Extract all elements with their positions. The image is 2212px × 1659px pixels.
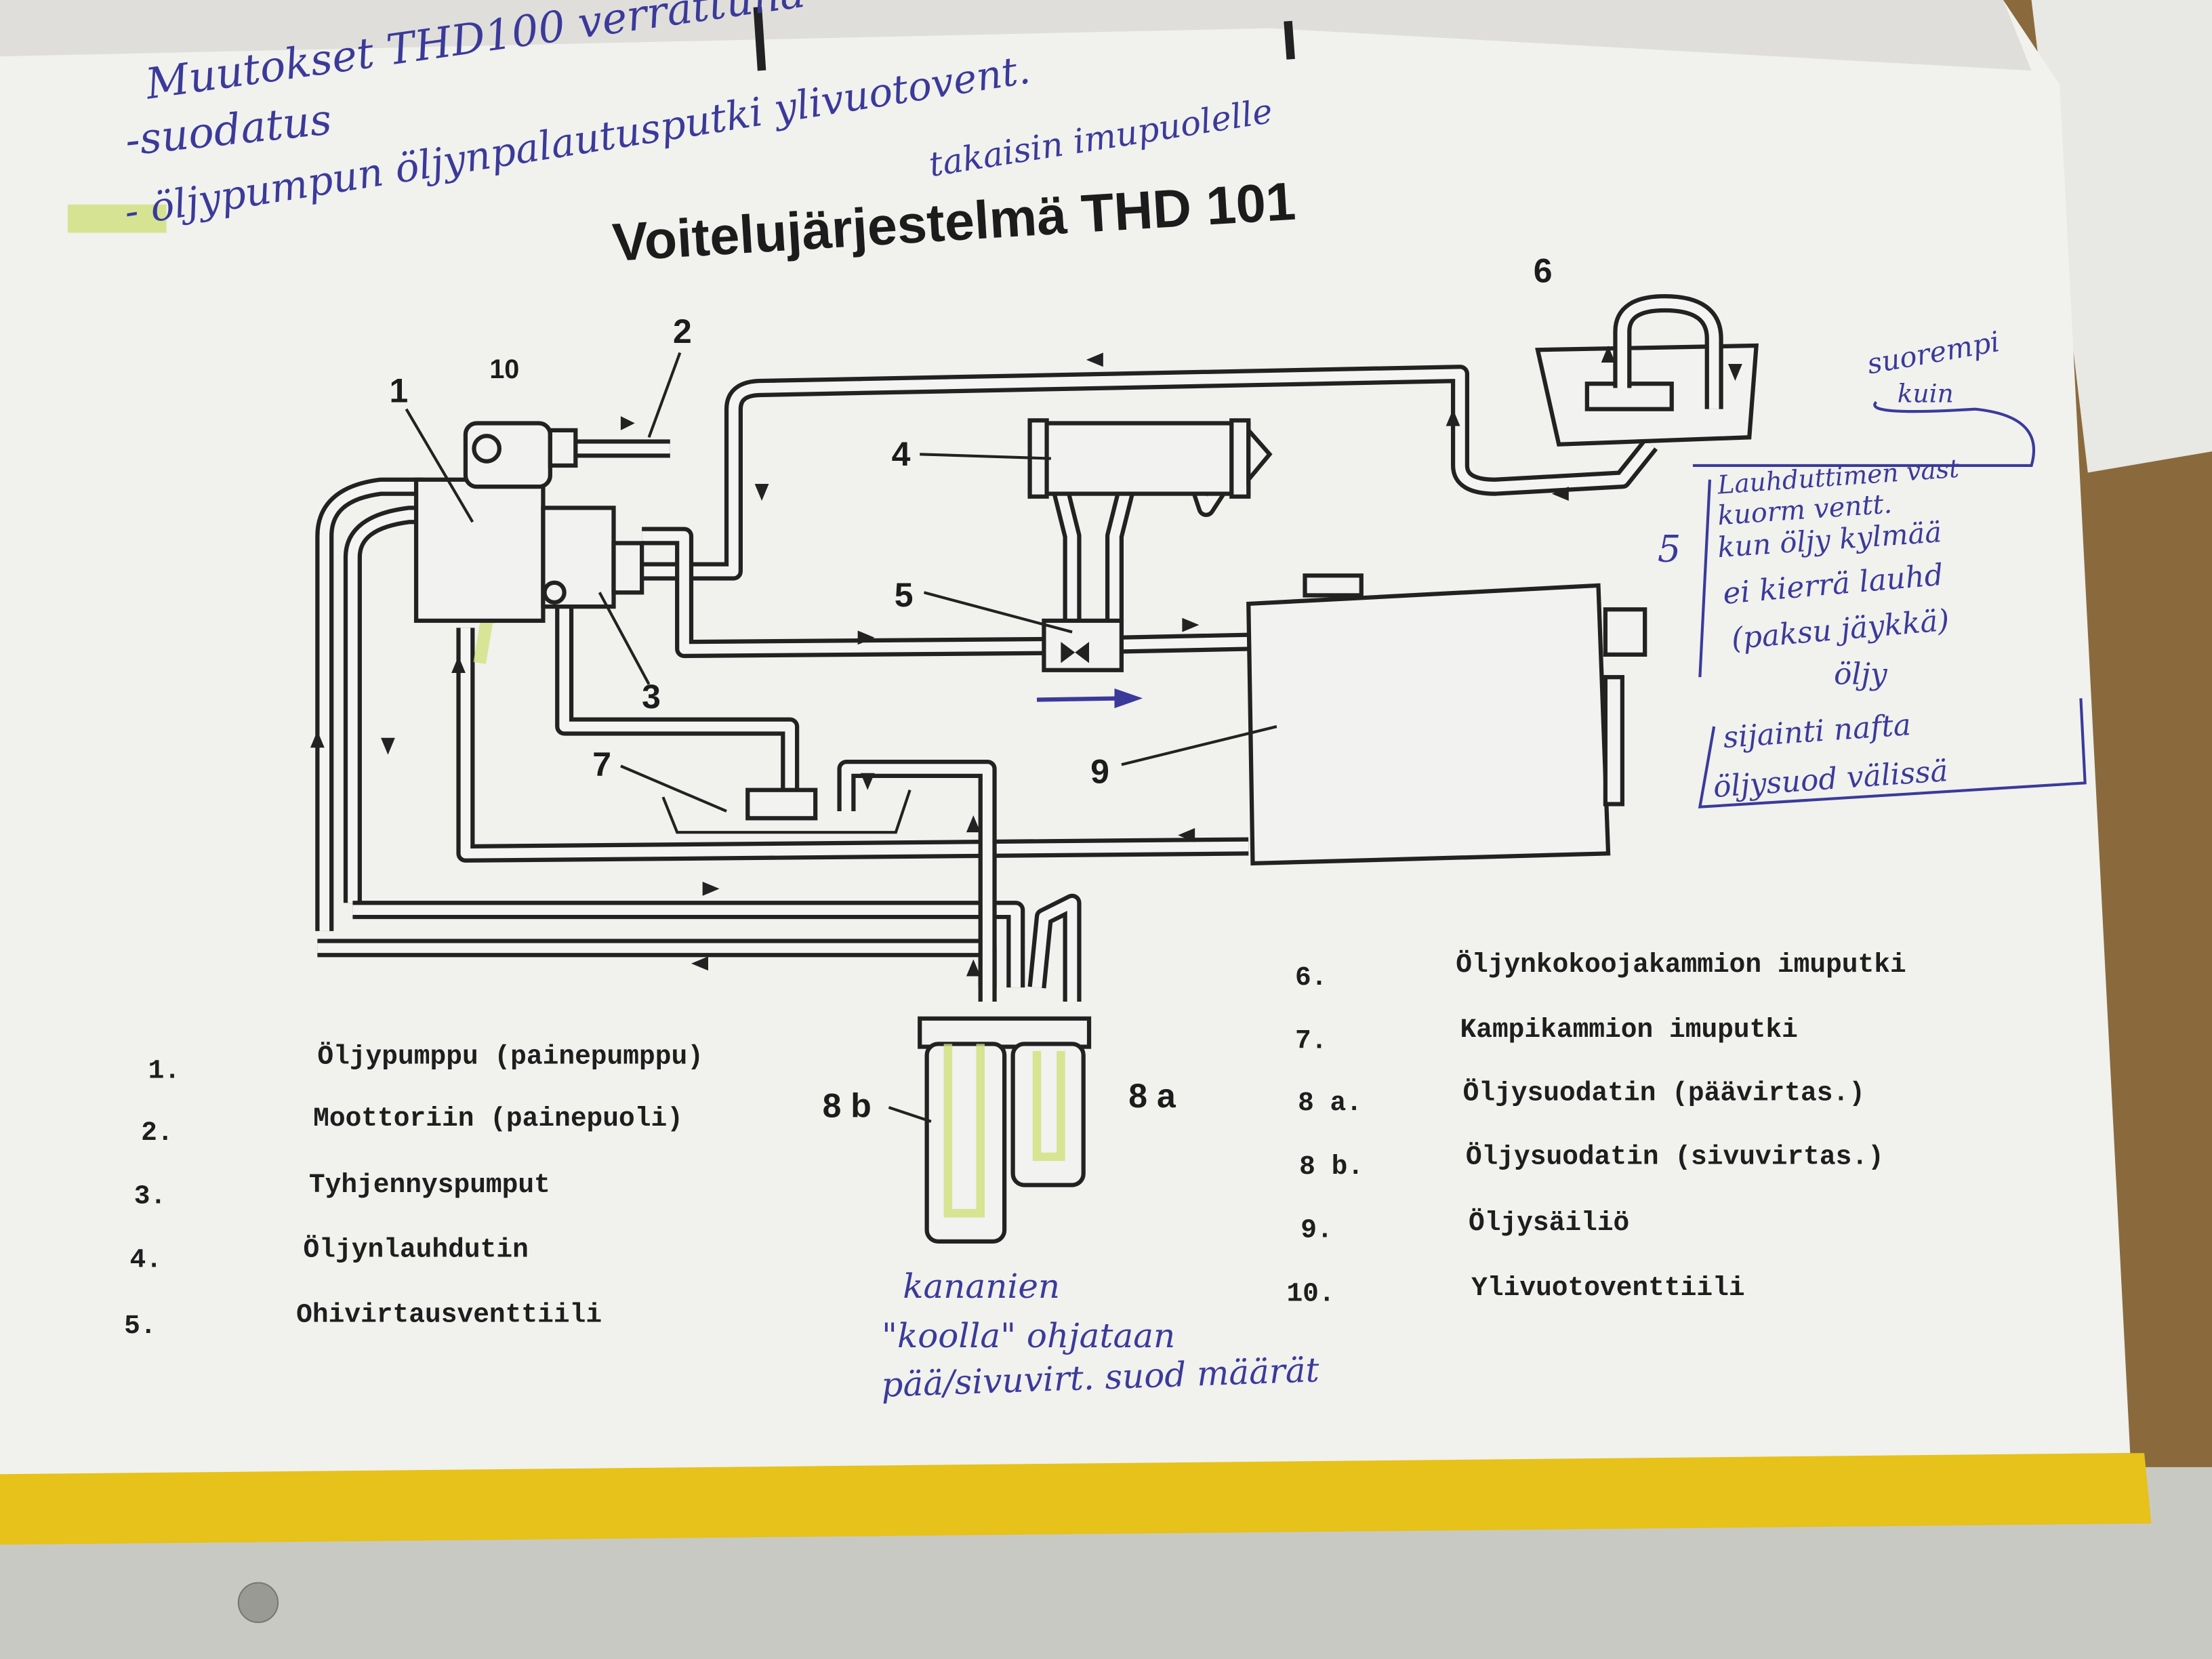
legend-text: Öljysuodatin (päävirtas.) xyxy=(1463,1078,1865,1109)
oil-filters xyxy=(918,1016,1092,1244)
legend-text: Öljypumppu (painepumppu) xyxy=(317,1042,703,1072)
label-3: 3 xyxy=(642,678,661,716)
binding-ring xyxy=(753,6,766,71)
label-6: 6 xyxy=(1534,251,1553,289)
label-7: 7 xyxy=(592,745,611,783)
legend-text: Ylivuotoventtiili xyxy=(1471,1273,1744,1303)
legend-text: Öljysäiliö xyxy=(1469,1208,1629,1238)
legend-number: 9. xyxy=(1300,1215,1332,1246)
label-10: 10 xyxy=(489,354,519,384)
label-2: 2 xyxy=(673,312,692,350)
highlight-mark xyxy=(67,204,167,233)
legend-number: 6. xyxy=(1295,962,1327,993)
bypass-valve xyxy=(1042,618,1124,672)
legend-number: 2. xyxy=(141,1118,173,1148)
page-shadow xyxy=(0,0,2032,71)
oil-pump-assembly xyxy=(413,421,644,623)
note-line: kananien xyxy=(903,1267,1060,1306)
legend-right: 6. Öljynkokoojakammion imuputki 7. Kampi… xyxy=(1286,949,1906,1309)
note-line: "koolla" ohjataan xyxy=(882,1316,1175,1355)
legend-number: 5. xyxy=(124,1311,156,1341)
legend-text: Öljynkokoojakammion imuputki xyxy=(1456,949,1906,980)
legend-number: 10. xyxy=(1286,1278,1334,1309)
legend-text: Moottoriin (painepuoli) xyxy=(313,1103,683,1134)
legend-number: 7. xyxy=(1295,1026,1327,1057)
legend-number: 3. xyxy=(134,1181,166,1212)
diagram-labels: 1 2 3 4 5 6 7 8 a 8 b 9 10 xyxy=(390,251,1553,1124)
yellow-folder xyxy=(0,1453,2152,1545)
label-1: 1 xyxy=(390,371,409,409)
legend-text: Tyhjennyspumput xyxy=(309,1170,550,1200)
legend-text: Öljysuodatin (sivuvirtas.) xyxy=(1466,1141,1884,1172)
side-sheet xyxy=(2031,0,2212,473)
label-5: 5 xyxy=(895,576,914,614)
punch-hole xyxy=(237,1582,279,1623)
legend-text: Öljynlauhdutin xyxy=(304,1235,529,1265)
pipe-network xyxy=(315,365,1658,1002)
binding-ring xyxy=(1284,20,1295,60)
legend-text: Kampikammion imuputki xyxy=(1460,1015,1797,1045)
label-8a: 8 a xyxy=(1128,1077,1176,1115)
label-9: 9 xyxy=(1090,752,1109,790)
handwritten-arrow xyxy=(1036,696,1122,702)
leader-lines xyxy=(405,352,1277,1123)
oil-cooler xyxy=(1027,418,1273,499)
legend-number: 1. xyxy=(148,1055,180,1086)
oil-tank xyxy=(1246,573,1647,866)
label-4: 4 xyxy=(892,435,911,473)
legend-number: 8 a. xyxy=(1298,1088,1362,1118)
legend-left: 1. Öljypumppu (painepumppu) 2. Moottorii… xyxy=(124,1042,703,1342)
crankcase-suction xyxy=(661,787,912,834)
note-line: öljy xyxy=(1834,657,1888,692)
collector-suction xyxy=(1535,294,1759,447)
flow-arrows xyxy=(310,346,1742,977)
legend-number: 4. xyxy=(130,1244,162,1275)
handwritten-arrowhead-icon xyxy=(1114,688,1143,708)
legend-number: 8 b. xyxy=(1299,1151,1364,1182)
label-8b: 8 b xyxy=(823,1087,872,1125)
note-line: 5 xyxy=(1658,527,1681,570)
note-line: kuin xyxy=(1898,378,1954,408)
legend-text: Ohivirtausventtiili xyxy=(296,1299,602,1330)
